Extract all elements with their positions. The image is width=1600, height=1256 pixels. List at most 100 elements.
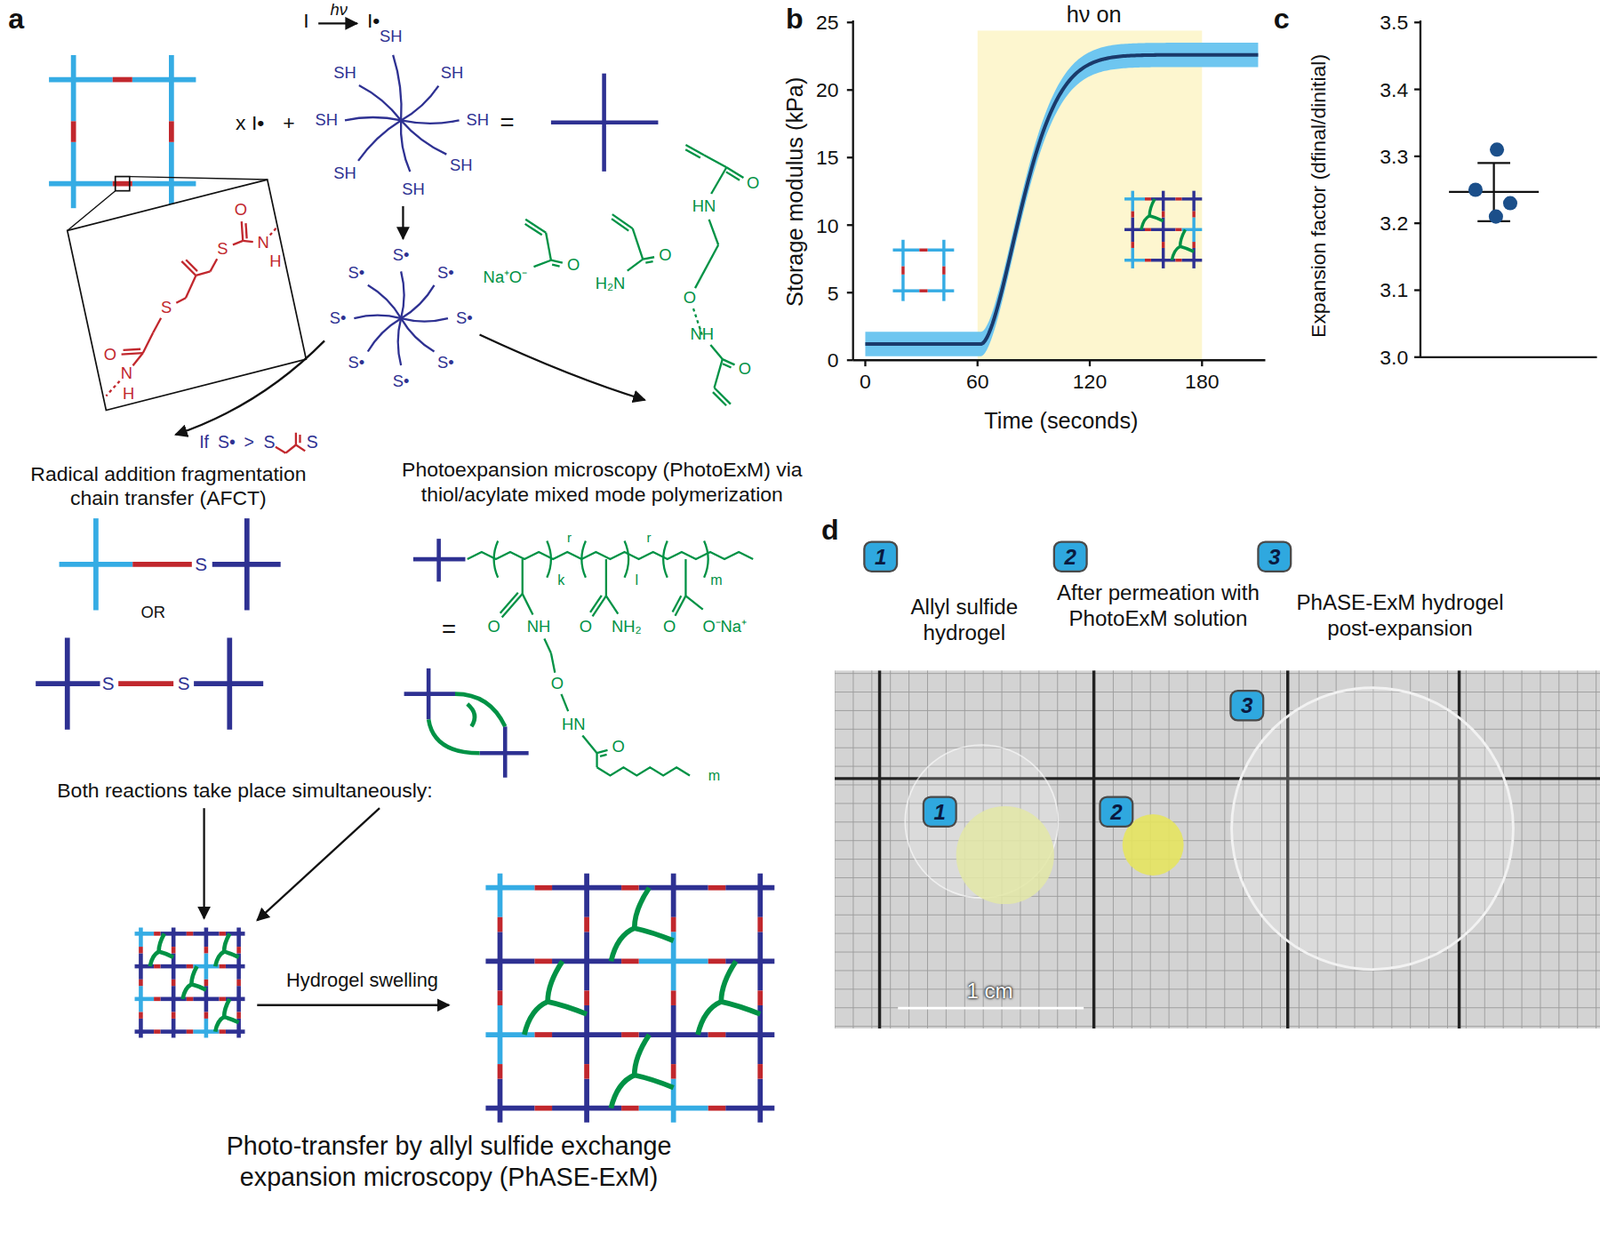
step-caption: Allyl sulfide hydrogel bbox=[882, 593, 1047, 646]
arrow-label: Hydrogel swelling bbox=[286, 969, 439, 993]
allyl-sulfide-link bbox=[118, 680, 174, 687]
monomer-atom-label: O bbox=[567, 255, 580, 275]
operator-symbol: + bbox=[282, 110, 295, 136]
thiyl-radical-label: S• bbox=[437, 263, 455, 283]
grid-line bbox=[834, 988, 1600, 990]
allyl-sulfide-link bbox=[153, 964, 160, 969]
chemical-bond bbox=[709, 219, 720, 246]
axis-tick-label: 10 bbox=[816, 212, 840, 238]
network-arm bbox=[71, 142, 77, 208]
thiol-label: SH bbox=[465, 110, 489, 130]
allyl-sulfide-link bbox=[186, 964, 193, 969]
network-arm bbox=[503, 726, 508, 777]
axis-tick bbox=[1414, 155, 1421, 158]
polymer-atom-label: O bbox=[612, 736, 625, 757]
axis-tick bbox=[976, 360, 979, 367]
repeat-bracket bbox=[704, 540, 709, 577]
network-arm bbox=[1192, 191, 1195, 212]
allyl-sulfide-link bbox=[219, 1029, 226, 1034]
network-arm bbox=[584, 873, 590, 918]
axis-tick-label: 3.5 bbox=[1379, 9, 1408, 35]
hydrogel-disc bbox=[956, 806, 1055, 904]
allyl-sulfide-link bbox=[584, 917, 590, 933]
chemical-bond bbox=[685, 149, 701, 158]
callout-badge: 1 bbox=[863, 540, 898, 573]
network-arm bbox=[171, 927, 176, 947]
chemical-bond bbox=[500, 592, 519, 614]
network-arm bbox=[1131, 248, 1135, 269]
allyl-sulfide-link bbox=[219, 997, 226, 1002]
grid-line bbox=[834, 969, 1600, 971]
repeat-bracket bbox=[663, 540, 668, 577]
axis-tick-label: 20 bbox=[816, 77, 840, 103]
network-arm bbox=[64, 637, 71, 729]
star-polymer-arm bbox=[400, 86, 439, 121]
error-band bbox=[864, 42, 1258, 357]
allyl-sulfide-link bbox=[171, 979, 176, 986]
callout-number: 3 bbox=[1240, 693, 1253, 719]
reaction-arrow bbox=[256, 808, 380, 920]
allyl-sulfide-link bbox=[171, 1012, 176, 1019]
panel-letter: d bbox=[821, 512, 840, 548]
network-arm bbox=[1131, 217, 1135, 243]
axis-tick-label: 3.4 bbox=[1379, 77, 1408, 103]
allyl-sulfide-link bbox=[497, 1064, 504, 1080]
network-arm bbox=[1161, 248, 1165, 269]
chemical-bond bbox=[152, 318, 161, 333]
network-arm bbox=[497, 873, 504, 918]
chemical-bond bbox=[209, 258, 217, 272]
chemical-bond bbox=[245, 223, 247, 239]
network-arm bbox=[244, 518, 250, 610]
allyl-sulfide-link bbox=[708, 1032, 727, 1038]
network-arm bbox=[171, 1018, 176, 1039]
panel-letter: a bbox=[8, 1, 24, 37]
polyacrylate-crosslink bbox=[720, 960, 760, 1015]
axis-tick bbox=[847, 156, 854, 159]
atom-label: O bbox=[104, 344, 117, 365]
allyl-sulfide-link bbox=[204, 979, 209, 986]
network-arm bbox=[138, 985, 144, 1012]
network-arm bbox=[204, 1018, 209, 1039]
grid-line bbox=[1094, 670, 1096, 1029]
chemical-bond bbox=[133, 352, 144, 366]
polyacrylate-crosslink bbox=[191, 966, 207, 990]
data-point bbox=[1503, 196, 1518, 211]
allyl-sulfide-link bbox=[535, 959, 553, 965]
allyl-sulfide-link bbox=[708, 959, 727, 965]
polyacrylate-crosslink bbox=[159, 933, 175, 957]
chemical-bond bbox=[270, 226, 279, 236]
network-arm bbox=[892, 288, 920, 292]
star-polymer-symbol bbox=[601, 73, 607, 172]
axis-tick bbox=[1414, 288, 1421, 291]
condition-label: If bbox=[199, 432, 209, 454]
network-arm bbox=[132, 181, 197, 187]
polymer-atom-label: O bbox=[487, 616, 500, 636]
chemical-bond bbox=[590, 595, 602, 613]
light-on-label: hν on bbox=[1066, 1, 1122, 29]
chemical-bond bbox=[685, 595, 703, 609]
light-symbol: hν bbox=[329, 0, 347, 20]
polyacrylate-crosslink bbox=[215, 1016, 224, 1032]
star-polymer-arm bbox=[400, 120, 410, 172]
hydrogel-disc bbox=[1232, 688, 1514, 970]
star-polymer-arm bbox=[400, 271, 404, 319]
zoom-box bbox=[115, 176, 130, 192]
callout-badge: 3 bbox=[1256, 540, 1292, 573]
polyacrylate-crosslink bbox=[634, 1034, 674, 1088]
thiyl-radical-label: S• bbox=[347, 263, 365, 283]
mechanism-title: Photoexpansion microscopy (PhotoExM) via… bbox=[387, 456, 816, 506]
allyl-sulfide-link bbox=[204, 946, 209, 953]
callout-badge: 1 bbox=[922, 795, 958, 828]
thiol-label: SH bbox=[449, 154, 473, 175]
network-arm bbox=[426, 668, 432, 720]
network-arm bbox=[725, 1032, 775, 1038]
chemical-label: I bbox=[303, 8, 309, 33]
axis-tick-label: 3.3 bbox=[1379, 144, 1408, 169]
allyl-sulfide-link bbox=[757, 917, 763, 933]
chemical-bond bbox=[521, 559, 524, 594]
atom-label: S bbox=[160, 297, 172, 318]
polyacrylate-crosslink bbox=[634, 888, 674, 942]
panel-b-chart bbox=[847, 20, 1266, 367]
grid-major-line bbox=[878, 670, 881, 1029]
